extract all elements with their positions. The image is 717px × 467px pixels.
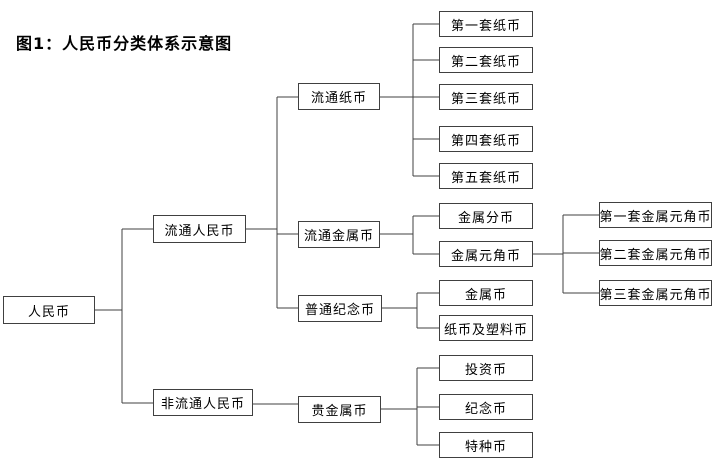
node-paper-set-1: 第一套纸币 [439, 11, 533, 37]
node-investment-coin: 投资币 [439, 355, 533, 381]
node-metal-coin: 金属币 [439, 280, 533, 306]
node-metal-yuan-jiao-coin: 金属元角币 [439, 241, 533, 267]
figure-title: 图1：人民币分类体系示意图 [16, 34, 233, 53]
node-paper-set-3: 第三套纸币 [439, 84, 533, 110]
node-metal-fen-coin: 金属分币 [439, 203, 533, 229]
node-circulating-rmb: 流通人民币 [153, 215, 246, 243]
node-metal-yuan-jiao-set-3: 第三套金属元角币 [599, 280, 712, 306]
node-rmb: 人民币 [3, 296, 95, 324]
node-circulating-metal: 流通金属币 [298, 221, 380, 248]
node-paper-set-5: 第五套纸币 [439, 163, 533, 189]
node-precious-metal: 贵金属币 [298, 396, 381, 423]
node-non-circulating-rmb: 非流通人民币 [153, 389, 253, 416]
node-metal-yuan-jiao-set-2: 第二套金属元角币 [599, 240, 712, 266]
node-paper-set-2: 第二套纸币 [439, 47, 533, 73]
node-circulating-paper: 流通纸币 [298, 83, 380, 110]
node-ordinary-commemorative: 普通纪念币 [298, 295, 382, 322]
node-metal-yuan-jiao-set-1: 第一套金属元角币 [599, 202, 712, 228]
node-paper-set-4: 第四套纸币 [439, 126, 533, 152]
node-special-coin: 特种币 [439, 432, 533, 458]
node-paper-plastic-coin: 纸币及塑料币 [439, 315, 533, 341]
node-commemorative-coin: 纪念币 [439, 394, 533, 420]
